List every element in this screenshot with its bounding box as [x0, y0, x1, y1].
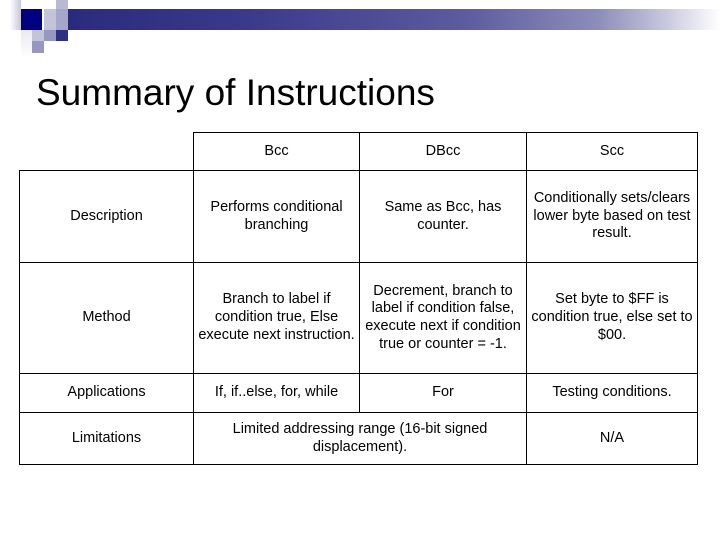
- row-label-description: Description: [19, 170, 194, 263]
- banner-square-dark-navy: [21, 9, 42, 30]
- table-row: Applications If, if..else, for, while Fo…: [19, 373, 698, 413]
- row-label-method: Method: [19, 262, 194, 374]
- banner-square-7: [32, 41, 44, 53]
- banner-square-4: [32, 0, 44, 9]
- row-label-applications: Applications: [19, 373, 194, 413]
- cell-method-dbcc: Decrement, branch to label if condition …: [359, 262, 527, 374]
- table-row: Limitations Limited addressing range (16…: [19, 412, 698, 465]
- banner-square-10: [56, 9, 68, 30]
- instruction-summary-table: Bcc DBcc Scc Description Performs condit…: [19, 132, 698, 465]
- column-header-scc: Scc: [526, 132, 698, 171]
- cell-description-scc: Conditionally sets/clears lower byte bas…: [526, 170, 698, 263]
- cell-limitations-bcc-dbcc-merged: Limited addressing range (16-bit signed …: [193, 412, 527, 465]
- column-header-dbcc: DBcc: [359, 132, 527, 171]
- row-label-limitations: Limitations: [19, 412, 194, 465]
- cell-applications-scc: Testing conditions.: [526, 373, 698, 413]
- banner-square-5: [32, 30, 44, 41]
- cell-limitations-scc: N/A: [526, 412, 698, 465]
- cell-applications-bcc: If, if..else, for, while: [193, 373, 360, 413]
- column-header-bcc: Bcc: [193, 132, 360, 171]
- cell-applications-dbcc: For: [359, 373, 527, 413]
- banner-square-1: [10, 0, 21, 30]
- banner-gradient-bar: [44, 9, 720, 30]
- banner-square-3: [21, 30, 32, 58]
- banner-square-9: [44, 9, 56, 30]
- table-header-row: Bcc DBcc Scc: [20, 132, 698, 171]
- cell-description-dbcc: Same as Bcc, has counter.: [359, 170, 527, 263]
- cell-description-bcc: Performs conditional branching: [193, 170, 360, 263]
- cell-method-bcc: Branch to label if condition true, Else …: [193, 262, 360, 374]
- cell-method-scc: Set byte to $FF is condition true, else …: [526, 262, 698, 374]
- table-row: Method Branch to label if condition true…: [19, 262, 698, 374]
- page-title: Summary of Instructions: [36, 72, 435, 113]
- table-corner-cell: [20, 133, 194, 171]
- decorative-header-banner: [0, 0, 720, 58]
- table-row: Description Performs conditional branchi…: [19, 170, 698, 263]
- banner-square-11: [56, 30, 68, 41]
- banner-square-6: [44, 30, 56, 41]
- banner-square-8: [56, 0, 68, 9]
